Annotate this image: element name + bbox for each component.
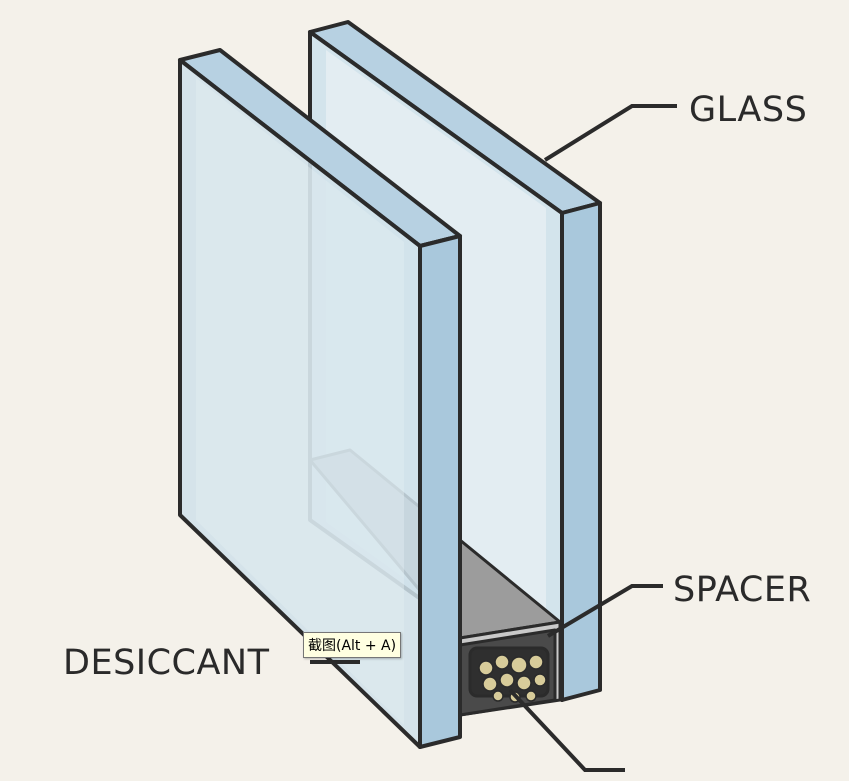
desiccant-label: DESICCANT — [63, 643, 270, 683]
screenshot-tooltip: 截图(Alt + A) — [303, 632, 402, 658]
leader-lines — [310, 104, 677, 772]
spacer-leader-line — [546, 584, 663, 638]
glass-leader-line — [543, 104, 677, 162]
spacer-label: SPACER — [673, 570, 812, 610]
glass-label: GLASS — [689, 90, 808, 130]
front-glass-pane — [178, 48, 462, 749]
bottom-leader-line — [508, 688, 625, 772]
